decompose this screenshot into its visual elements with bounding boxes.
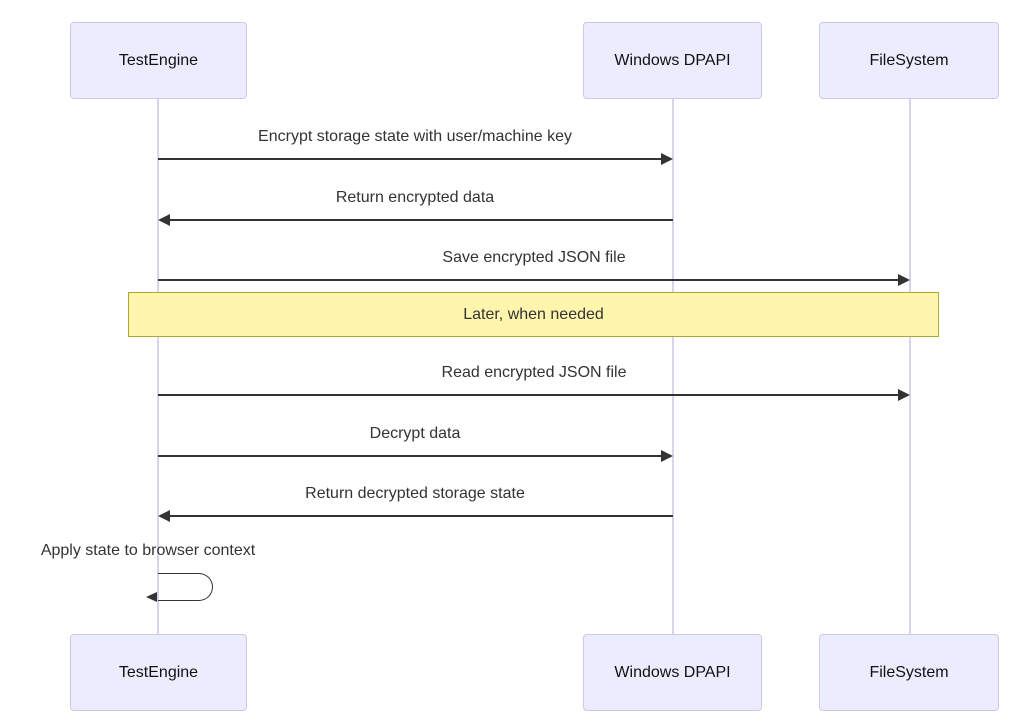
message-line — [158, 394, 898, 396]
actor-label: TestEngine — [118, 663, 199, 681]
message-line — [158, 455, 662, 457]
actor-label: Windows DPAPI — [614, 51, 731, 69]
message-label: Decrypt data — [369, 425, 461, 442]
note-label: Later, when needed — [463, 305, 604, 323]
message-label: Read encrypted JSON file — [441, 364, 627, 381]
arrowhead-right-icon — [898, 274, 910, 286]
arrowhead-right-icon — [898, 389, 910, 401]
actor-label: FileSystem — [869, 51, 949, 69]
message-line — [170, 219, 673, 221]
message-label: Encrypt storage state with user/machine … — [258, 128, 572, 145]
message-label: Save encrypted JSON file — [442, 249, 626, 266]
note-later-when-needed: Later, when needed — [128, 292, 939, 337]
actor-bottom-windows-dpapi: Windows DPAPI — [583, 634, 762, 711]
message-label: Return decrypted storage state — [305, 485, 525, 502]
message-label: Return encrypted data — [335, 189, 495, 206]
arrowhead-right-icon — [661, 153, 673, 165]
actor-bottom-testengine: TestEngine — [70, 634, 247, 711]
actor-top-windows-dpapi: Windows DPAPI — [583, 22, 762, 99]
actor-label: Windows DPAPI — [614, 663, 731, 681]
actor-top-testengine: TestEngine — [70, 22, 247, 99]
lifeline-filesystem — [909, 99, 911, 634]
lifeline-windows-dpapi — [672, 99, 674, 634]
arrowhead-right-icon — [661, 450, 673, 462]
message-line — [170, 515, 673, 517]
arrowhead-left-icon — [158, 510, 170, 522]
actor-label: FileSystem — [869, 663, 949, 681]
actor-bottom-filesystem: FileSystem — [819, 634, 999, 711]
self-loop-arc — [158, 573, 213, 601]
arrowhead-left-icon — [146, 592, 157, 602]
message-line — [158, 279, 898, 281]
message-label: Apply state to browser context — [40, 542, 256, 559]
arrowhead-left-icon — [158, 214, 170, 226]
lifeline-testengine — [157, 99, 159, 634]
actor-top-filesystem: FileSystem — [819, 22, 999, 99]
actor-label: TestEngine — [118, 51, 199, 69]
message-line — [158, 158, 662, 160]
